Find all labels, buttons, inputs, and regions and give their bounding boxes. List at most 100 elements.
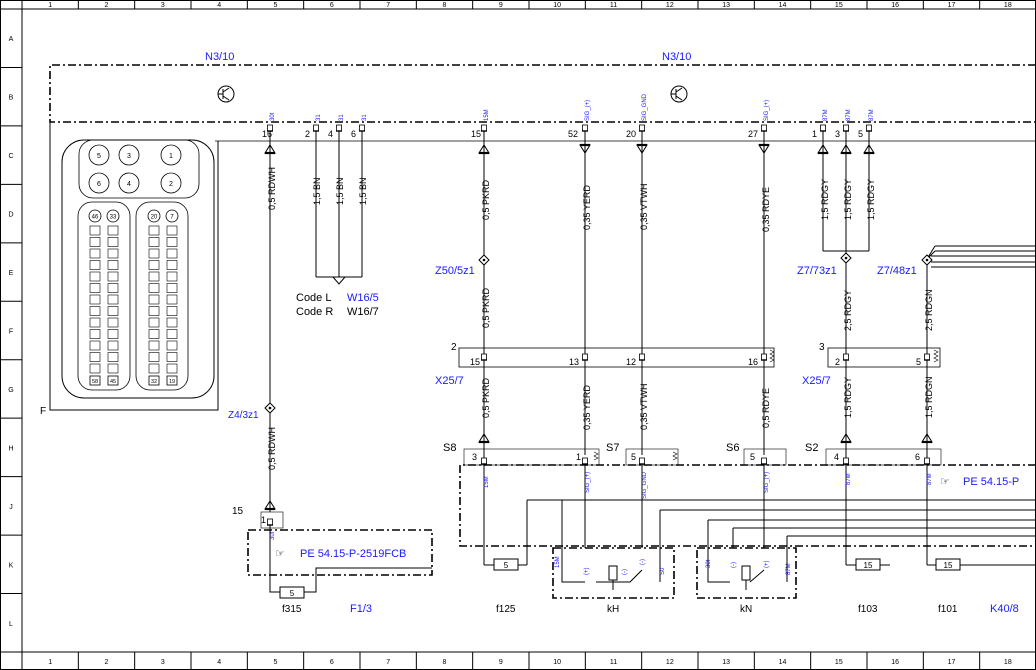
cavity-cell bbox=[148, 271, 160, 282]
cavity-number: 1 bbox=[169, 153, 173, 160]
cavity-cell bbox=[107, 225, 119, 236]
svg-text:2: 2 bbox=[305, 129, 310, 139]
svg-text:87M: 87M bbox=[846, 473, 852, 485]
cavity-cell bbox=[148, 352, 160, 362]
column-label: 13 bbox=[722, 2, 730, 9]
wire-label: 0,35 YERD bbox=[582, 385, 592, 430]
fuse-name: f103 bbox=[858, 604, 878, 615]
relay-kn: 30t (-) (+) 87M kN bbox=[696, 547, 797, 615]
transistor-icon bbox=[670, 85, 688, 103]
wire-label: 0,5 RDWH bbox=[267, 427, 277, 470]
ecu-pin: 2 31 bbox=[305, 114, 322, 139]
svg-text:6: 6 bbox=[351, 129, 356, 139]
wire-label: 1,5 RDGY bbox=[820, 179, 830, 220]
fuse-f125: 5 f125 bbox=[484, 548, 528, 615]
pe-reference-left[interactable]: ☞ PE 54.15-P-2519FCB bbox=[275, 548, 406, 560]
svg-text:4: 4 bbox=[834, 452, 839, 462]
cavity-cell bbox=[107, 271, 119, 282]
column-label: 9 bbox=[499, 659, 503, 666]
svg-text:15M: 15M bbox=[484, 109, 490, 121]
svg-text:3: 3 bbox=[819, 342, 825, 353]
row-label: L bbox=[9, 621, 13, 628]
column-label: 3 bbox=[161, 2, 165, 9]
svg-text:1: 1 bbox=[261, 515, 266, 525]
svg-text:3: 3 bbox=[472, 452, 477, 462]
row-label: B bbox=[9, 95, 14, 102]
connector-f-label: F bbox=[40, 406, 46, 417]
svg-text:13: 13 bbox=[569, 357, 579, 367]
code-l-label: Code L bbox=[296, 292, 331, 304]
svg-text:87M: 87M bbox=[823, 109, 829, 121]
cavity-cell bbox=[89, 352, 101, 362]
column-label: 10 bbox=[553, 659, 561, 666]
cavity-circle bbox=[88, 144, 110, 166]
svg-text:16: 16 bbox=[262, 129, 272, 139]
svg-text:20: 20 bbox=[151, 215, 158, 221]
switch-s6: S6 bbox=[726, 442, 739, 454]
column-label: 6 bbox=[330, 2, 334, 9]
fuse-name: f315 bbox=[282, 604, 302, 615]
relay-label: kN bbox=[740, 604, 752, 615]
column-label: 5 bbox=[274, 659, 278, 666]
wire-vtwh: 0,35 VTWH 0,35 VTWH bbox=[635, 131, 649, 455]
cavity-cell bbox=[148, 317, 160, 328]
row-label: J bbox=[9, 504, 13, 511]
svg-text:1: 1 bbox=[812, 129, 817, 139]
wire-rdye: 0,35 RDYE 0,5 RDYE bbox=[757, 131, 771, 455]
connector-x257-right: 3 2 5 X25/7 bbox=[802, 342, 941, 387]
cavity-circle bbox=[88, 172, 110, 194]
svg-text:(+): (+) bbox=[764, 560, 770, 568]
connector-x257-left: 2 15 13 12 16 X25/7 bbox=[435, 342, 775, 387]
svg-text:PE 54.15-P: PE 54.15-P bbox=[963, 476, 1019, 488]
cavity-cell bbox=[148, 329, 160, 339]
cavity-cell bbox=[89, 294, 101, 305]
code-r-label: Code R bbox=[296, 306, 333, 318]
svg-text:SIG_(+): SIG_(+) bbox=[585, 472, 591, 493]
ecu-pin: 431 bbox=[328, 114, 345, 139]
wire-label: 0,35 VTWH bbox=[639, 183, 649, 230]
column-label: 4 bbox=[217, 659, 221, 666]
svg-text:87M: 87M bbox=[869, 109, 875, 121]
svg-text:SIG_GND: SIG_GND bbox=[642, 93, 648, 121]
svg-text:20: 20 bbox=[626, 129, 636, 139]
column-label: 16 bbox=[891, 659, 899, 666]
svg-text:SIG_(+): SIG_(+) bbox=[764, 472, 770, 493]
svg-text:30t: 30t bbox=[270, 112, 276, 121]
cavity-number: 2 bbox=[169, 181, 173, 188]
column-label: 14 bbox=[779, 2, 787, 9]
fuse-block-f13: 15 1 30t ☞ PE 54.15-P-2519FCB 5 f315 F1/… bbox=[232, 506, 433, 615]
module-k408: S8 S7 S6 S2 3 1 5 5 4 6 15M SIG_(+) SIG_… bbox=[443, 442, 1036, 615]
svg-text:31: 31 bbox=[316, 114, 322, 121]
wire-yerd: 0,35 YERD 0,35 YERD bbox=[578, 131, 592, 455]
cavity-number: 6 bbox=[97, 181, 101, 188]
wire-label: 1,5 RDGN bbox=[924, 376, 934, 418]
cavity-number: 3 bbox=[127, 153, 131, 160]
column-label: 6 bbox=[330, 659, 334, 666]
row-label: A bbox=[9, 36, 14, 43]
ecu-n310: N3/10 N3/10 bbox=[49, 51, 1036, 142]
cavity-cell bbox=[107, 363, 119, 374]
svg-text:52: 52 bbox=[568, 129, 578, 139]
fuse-f101: 15 f101 bbox=[927, 558, 1036, 615]
cavity-cell bbox=[148, 260, 160, 270]
svg-text:15: 15 bbox=[232, 506, 244, 517]
cavity-cell bbox=[166, 363, 178, 374]
cavity-cell bbox=[166, 329, 178, 339]
svg-text:SIG_(+): SIG_(+) bbox=[585, 100, 591, 121]
svg-text:33: 33 bbox=[110, 215, 117, 221]
cavity-cell bbox=[166, 317, 178, 328]
svg-text:15M: 15M bbox=[484, 476, 490, 488]
column-label: 7 bbox=[386, 659, 390, 666]
cavity-cell bbox=[166, 271, 178, 282]
cavity-cell bbox=[166, 306, 178, 316]
wire-label: 0,35 YERD bbox=[582, 185, 592, 230]
pe-reference-right[interactable]: ☞ PE 54.15-P bbox=[940, 476, 1019, 488]
transistor-icon bbox=[217, 85, 235, 103]
column-label: 2 bbox=[105, 2, 109, 9]
cavity-circle bbox=[118, 144, 140, 166]
wire-label: 0,35 RDYE bbox=[761, 187, 771, 232]
column-label: 12 bbox=[666, 2, 674, 9]
